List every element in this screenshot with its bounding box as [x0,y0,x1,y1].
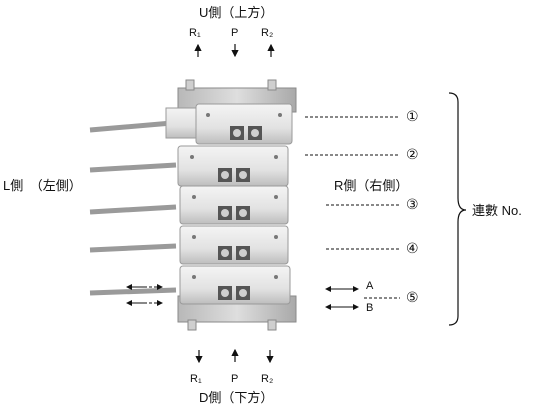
port-a-label: A [366,280,374,292]
bottom-port-arrows [195,348,274,364]
bottom-title: D側（下方） [199,390,274,405]
station-label-2: ② [406,146,419,162]
bottom-port-p-label: P [231,373,239,385]
right-ab-arrows [325,286,359,310]
top-port-r1-label: R₁ [189,27,201,39]
bracket-label: 連數 No. [472,203,522,218]
valve-station-5 [179,265,291,305]
station-bracket [448,92,467,326]
top-title: U側（上方） [199,5,274,20]
top-port-p-label: P [231,27,239,39]
station-label-1: ① [406,108,419,124]
port-b-label: B [366,302,374,314]
bottom-port-r2-label: R₂ [261,373,274,385]
cables [89,120,177,296]
station-label-4: ④ [406,240,419,256]
top-port-r2-label: R₂ [261,27,274,39]
right-side-label: R側（右側） [334,178,409,193]
station-label-3: ③ [406,196,419,212]
station-label-5: ⑤ [406,289,419,305]
bottom-port-r1-label: R₁ [190,373,202,385]
valve-station-2 [177,145,289,187]
valve-station-4 [179,225,289,265]
leader-lines [305,116,400,299]
valve-stations [165,103,293,305]
left-side-label: L側 （左側） [3,178,82,193]
top-port-arrows [194,43,275,58]
valve-station-3 [179,185,289,225]
valve-station-1 [165,103,293,145]
left-ab-arrows [126,284,163,306]
